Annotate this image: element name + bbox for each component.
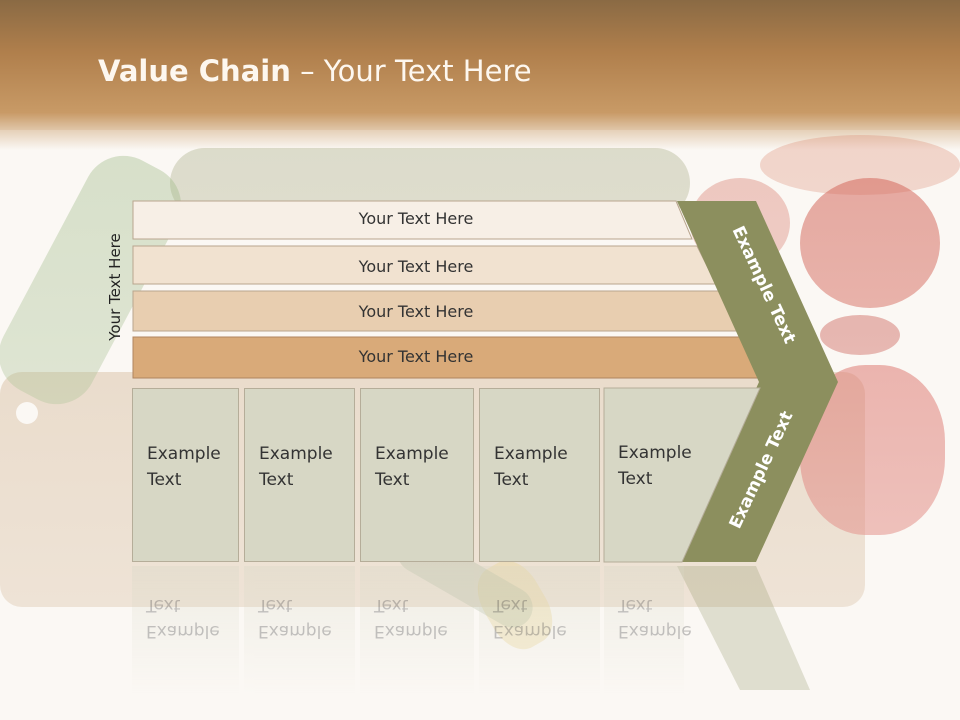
card-text: Text <box>494 470 529 490</box>
row-shape-1 <box>132 200 693 240</box>
row-label-1[interactable]: Your Text Here <box>358 209 474 228</box>
card-text: Text <box>147 470 182 490</box>
card-text: Example <box>375 444 449 464</box>
card-text: Example <box>147 444 221 464</box>
arrow-reflection <box>677 566 810 690</box>
row-label-4[interactable]: Your Text Here <box>358 347 474 366</box>
slide-title[interactable]: Value Chain – Your Text Here <box>98 54 532 88</box>
card-text: Example <box>618 443 692 463</box>
title-bold: Value Chain <box>98 54 291 88</box>
row-label-2[interactable]: Your Text Here <box>358 257 474 276</box>
card-text: Example <box>259 444 333 464</box>
card-text: Text <box>259 470 294 490</box>
card-text: Text <box>618 469 653 489</box>
title-rest: – Your Text Here <box>290 54 532 88</box>
row-label-3[interactable]: Your Text Here <box>358 302 474 321</box>
arrow-chevron <box>677 201 838 562</box>
header-band <box>0 0 960 150</box>
card-5-notch <box>603 387 761 563</box>
card-text: Text <box>375 470 410 490</box>
card-text: Example <box>494 444 568 464</box>
